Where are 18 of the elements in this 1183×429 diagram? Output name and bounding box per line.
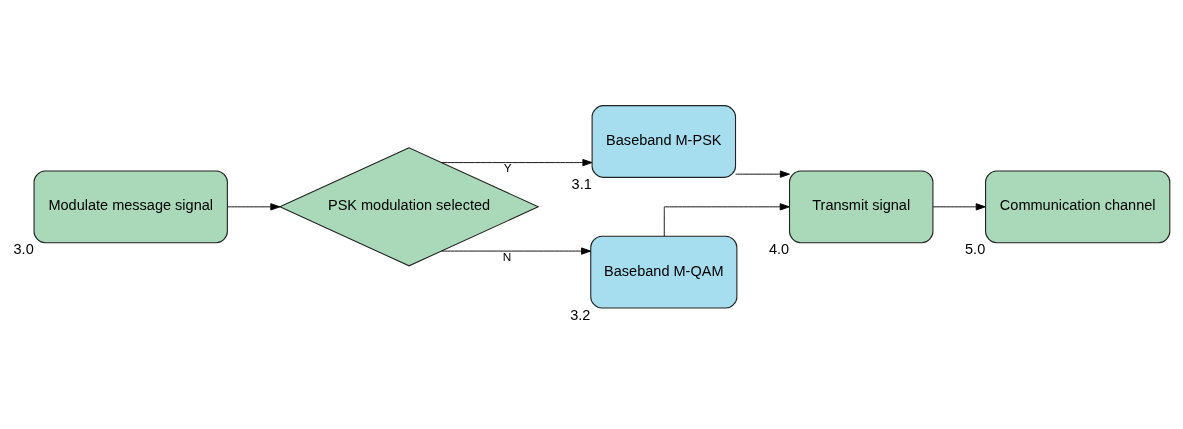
arrow — [441, 246, 592, 255]
node-box: Baseband M-QAM — [590, 235, 738, 309]
arrow — [227, 202, 281, 210]
node-label: 4.0 — [768, 240, 790, 257]
arrow — [663, 202, 790, 237]
node-label: 3.0 — [13, 240, 34, 257]
arrow — [735, 170, 790, 178]
node-label: 5.0 — [965, 240, 986, 257]
node-label: 3.1 — [571, 175, 592, 192]
node-box: Baseband M-PSK — [591, 104, 737, 178]
edge-label: N — [502, 249, 512, 263]
node-box: Transmit signal — [788, 169, 934, 243]
arrow — [441, 158, 593, 166]
edge-label: Y — [503, 160, 512, 174]
node-box: Modulate message signal — [33, 169, 228, 243]
node-label: 3.2 — [570, 306, 591, 323]
arrow — [932, 202, 986, 210]
node-box: Communication channel — [985, 169, 1171, 243]
